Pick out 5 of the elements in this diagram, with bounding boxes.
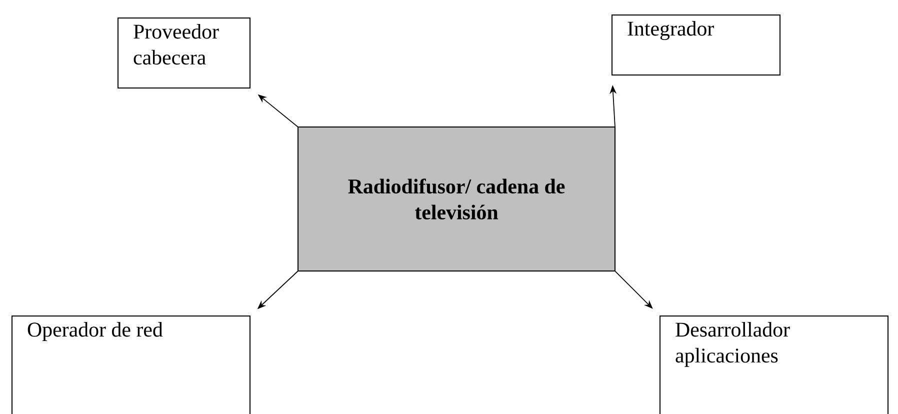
center-box: Radiodifusor/ cadena de televisión bbox=[298, 126, 616, 272]
role-box: Operador de red bbox=[12, 316, 250, 414]
role-box: Proveedor cabecera bbox=[118, 18, 250, 88]
role-box: Desarrollador aplicaciones bbox=[660, 316, 888, 414]
role-box: Integrador bbox=[612, 14, 780, 76]
